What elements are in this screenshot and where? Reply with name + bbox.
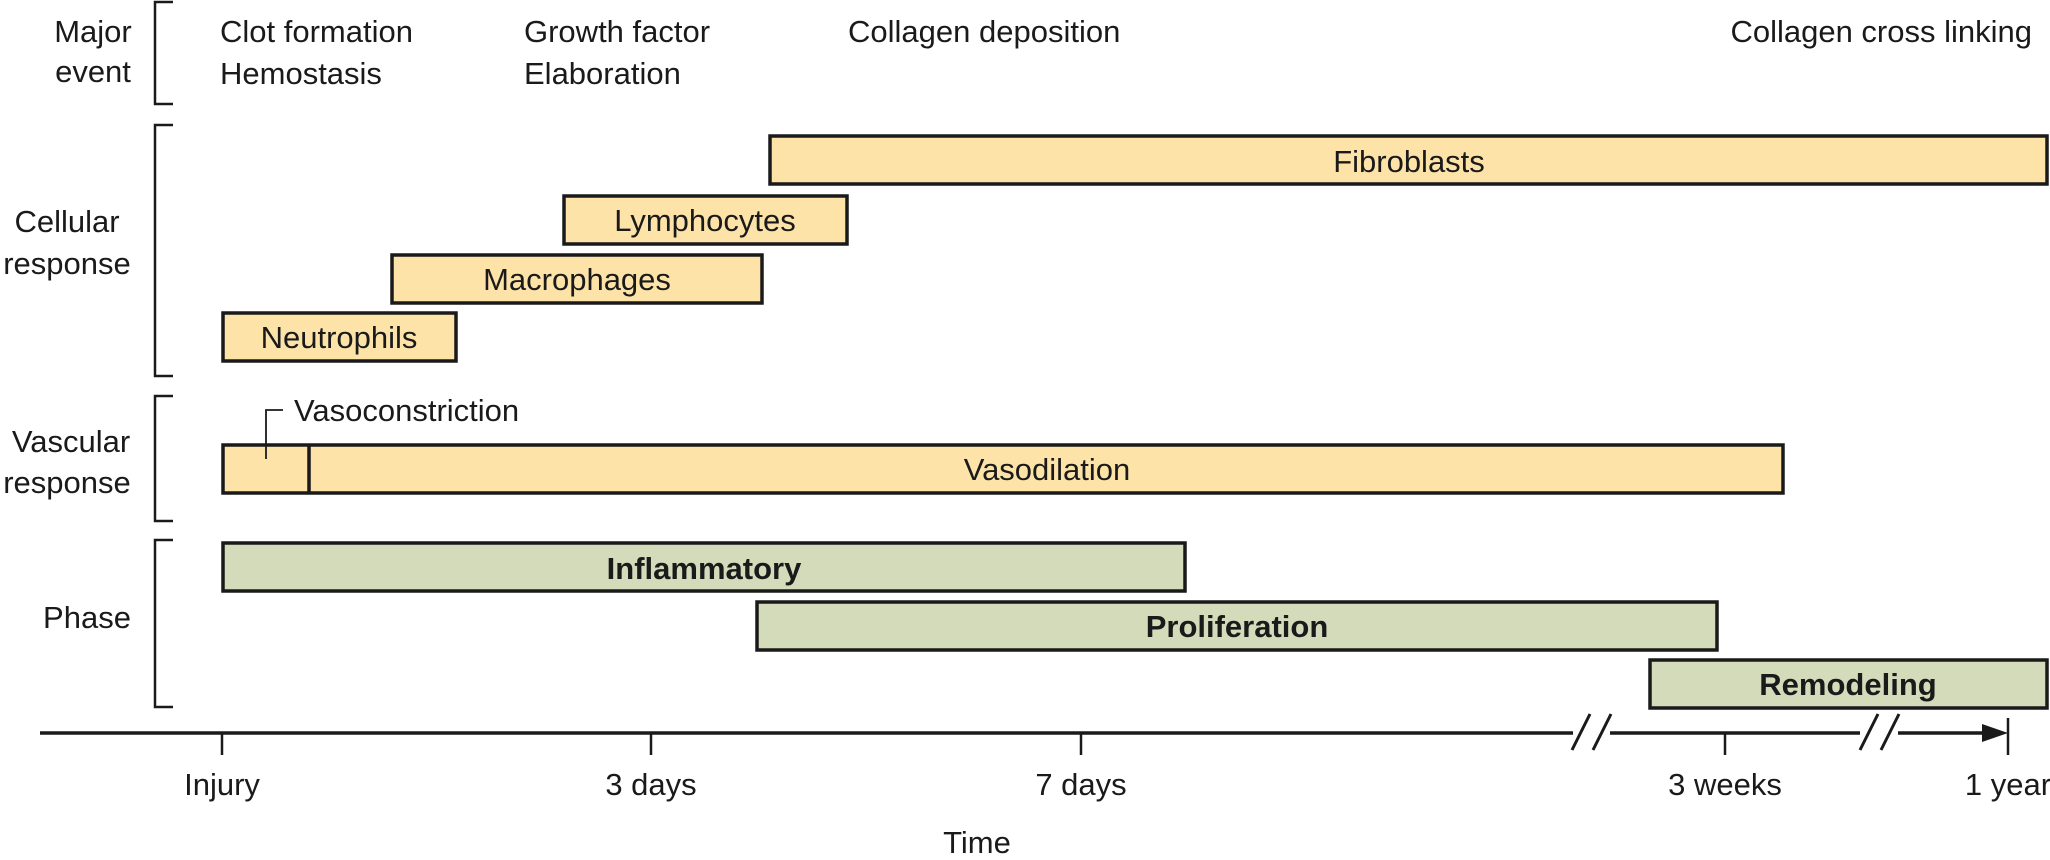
row-labels: Major event Cellular response Vascular r… (3, 14, 132, 635)
tick-label-injury: Injury (184, 767, 260, 802)
bar-vasodilation (221, 443, 1785, 495)
row-label-major-event-line1: Major (54, 14, 132, 49)
axis-break-1 (1570, 713, 1613, 751)
bracket-phase (153, 538, 173, 709)
axis-tick-marks (220, 718, 2010, 755)
label-neutrophils: Neutrophils (261, 320, 418, 355)
bracket-vascular (153, 394, 173, 523)
event-elaboration: Elaboration (524, 56, 681, 91)
event-growth-factor: Growth factor (524, 14, 710, 49)
bar-lymphocytes (562, 194, 849, 246)
bar-proliferation (755, 600, 1719, 652)
row-label-cellular-line2: response (3, 246, 131, 281)
axis-title-time: Time (943, 825, 1011, 855)
major-events: Clot formation Hemostasis Growth factor … (220, 14, 2032, 91)
label-vasoconstriction: Vasoconstriction (294, 393, 519, 428)
vasoconstriction-leader-line (265, 409, 283, 459)
tick-label-3-weeks: 3 weeks (1668, 767, 1782, 802)
label-proliferation: Proliferation (1146, 609, 1329, 644)
cellular-bar-labels: Fibroblasts Lymphocytes Macrophages Neut… (261, 144, 1485, 355)
tick-label-1-year: 1 year (1965, 767, 2050, 802)
row-brackets (153, 0, 173, 709)
phase-bar-labels: Inflammatory Proliferation Remodeling (607, 551, 1937, 702)
cellular-bars (221, 134, 2049, 363)
bar-remodeling (1648, 658, 2049, 710)
bar-neutrophils (221, 311, 458, 363)
phase-bars (221, 541, 2049, 710)
row-label-vascular-line2: response (3, 465, 131, 500)
tick-label-7-days: 7 days (1035, 767, 1126, 802)
vascular-bars: Vasoconstriction Vasodilation (221, 393, 1785, 495)
row-label-cellular-line1: Cellular (14, 204, 119, 239)
bracket-cellular (153, 123, 173, 378)
tick-label-3-days: 3 days (605, 767, 696, 802)
label-remodeling: Remodeling (1759, 667, 1936, 702)
bar-inflammatory (221, 541, 1187, 593)
axis-arrowhead (1982, 724, 2008, 742)
label-vasodilation: Vasodilation (964, 452, 1131, 487)
label-inflammatory: Inflammatory (607, 551, 802, 586)
label-macrophages: Macrophages (483, 262, 671, 297)
row-label-major-event-line2: event (55, 54, 131, 89)
label-lymphocytes: Lymphocytes (614, 203, 796, 238)
row-label-vascular-line1: Vascular (12, 424, 130, 459)
bar-fibroblasts (768, 134, 2049, 186)
event-collagen-deposition: Collagen deposition (848, 14, 1120, 49)
label-fibroblasts: Fibroblasts (1333, 144, 1485, 179)
event-hemostasis: Hemostasis (220, 56, 382, 91)
bracket-major-event (153, 0, 173, 106)
axis-break-2 (1858, 713, 1901, 751)
event-clot-formation: Clot formation (220, 14, 413, 49)
time-axis: Injury 3 days 7 days 3 weeks 1 year Time (40, 713, 2050, 860)
row-label-phase: Phase (43, 600, 131, 635)
event-collagen-cross-linking: Collagen cross linking (1730, 14, 2032, 49)
bar-macrophages (390, 253, 764, 305)
